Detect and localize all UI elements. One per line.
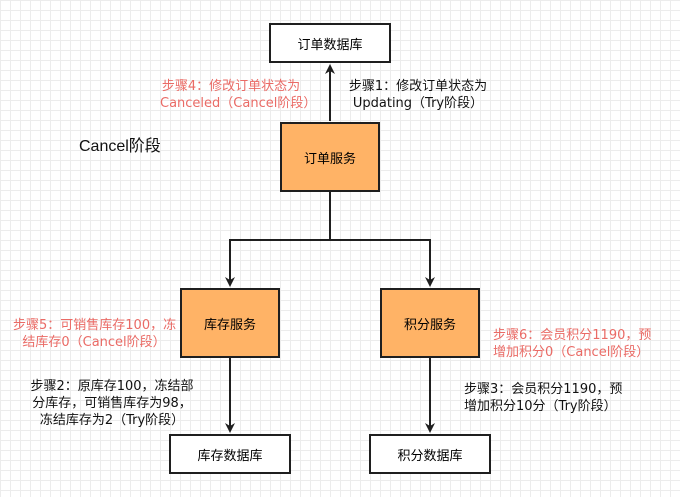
step2-line-2: 分库存，可销售库存为98， (32, 396, 192, 411)
step1-line-1: 步骤1：修改订单状态为 (348, 79, 488, 94)
points-service-label: 积分服务 (403, 317, 456, 333)
step6-line-2: 增加积分0（Cancel阶段） (493, 345, 650, 360)
points-db-node: 积分数据库 (369, 434, 491, 474)
points-db-label: 积分数据库 (397, 448, 463, 464)
edge-order-service-to-inventory-service (225, 191, 331, 287)
step2-note: 步骤2：原库存100，冻结部 分库存，可销售库存为98， 冻结库存为2（Try阶… (28, 378, 196, 429)
step3-line-2: 增加积分10分（Try阶段） (464, 399, 617, 414)
step4-line-1: 步骤4：修改订单状态为 (161, 79, 301, 94)
edge-order-service-to-points-service (330, 239, 435, 287)
order-db-node: 订单数据库 (269, 23, 391, 63)
points-service-node: 积分服务 (380, 288, 480, 358)
phase-label: Cancel阶段 (79, 138, 161, 155)
step6-line-1: 步骤6：会员积分1190，预 (493, 328, 652, 343)
step2-line-1: 步骤2：原库存100，冻结部 (30, 379, 194, 394)
step3-line-1: 步骤3：会员积分1190，预 (464, 382, 623, 397)
step1-line-2: Updating（Try阶段） (352, 96, 484, 111)
step4-note: 步骤4：修改订单状态为 Canceled（Cancel阶段） (160, 78, 317, 112)
step5-line-1: 步骤5：可销售库存100，冻 (13, 318, 177, 333)
order-service-node: 订单服务 (280, 122, 380, 192)
step4-line-2: Canceled（Cancel阶段） (160, 96, 317, 111)
inventory-service-label: 库存服务 (203, 317, 256, 333)
inventory-db-label: 库存数据库 (197, 448, 263, 464)
order-db-label: 订单数据库 (297, 37, 363, 53)
inventory-service-node: 库存服务 (180, 288, 280, 358)
inventory-db-node: 库存数据库 (169, 434, 291, 474)
step2-line-3: 冻结库存为2（Try阶段） (39, 413, 185, 428)
step3-note: 步骤3：会员积分1190，预 增加积分10分（Try阶段） (464, 381, 622, 415)
step5-line-2: 结库存0（Cancel阶段） (22, 335, 166, 350)
step5-note: 步骤5：可销售库存100，冻 结库存0（Cancel阶段） (13, 317, 177, 351)
step6-note: 步骤6：会员积分1190，预 增加积分0（Cancel阶段） (493, 327, 651, 361)
step1-note: 步骤1：修改订单状态为 Updating（Try阶段） (348, 78, 488, 112)
order-service-label: 订单服务 (303, 151, 356, 167)
